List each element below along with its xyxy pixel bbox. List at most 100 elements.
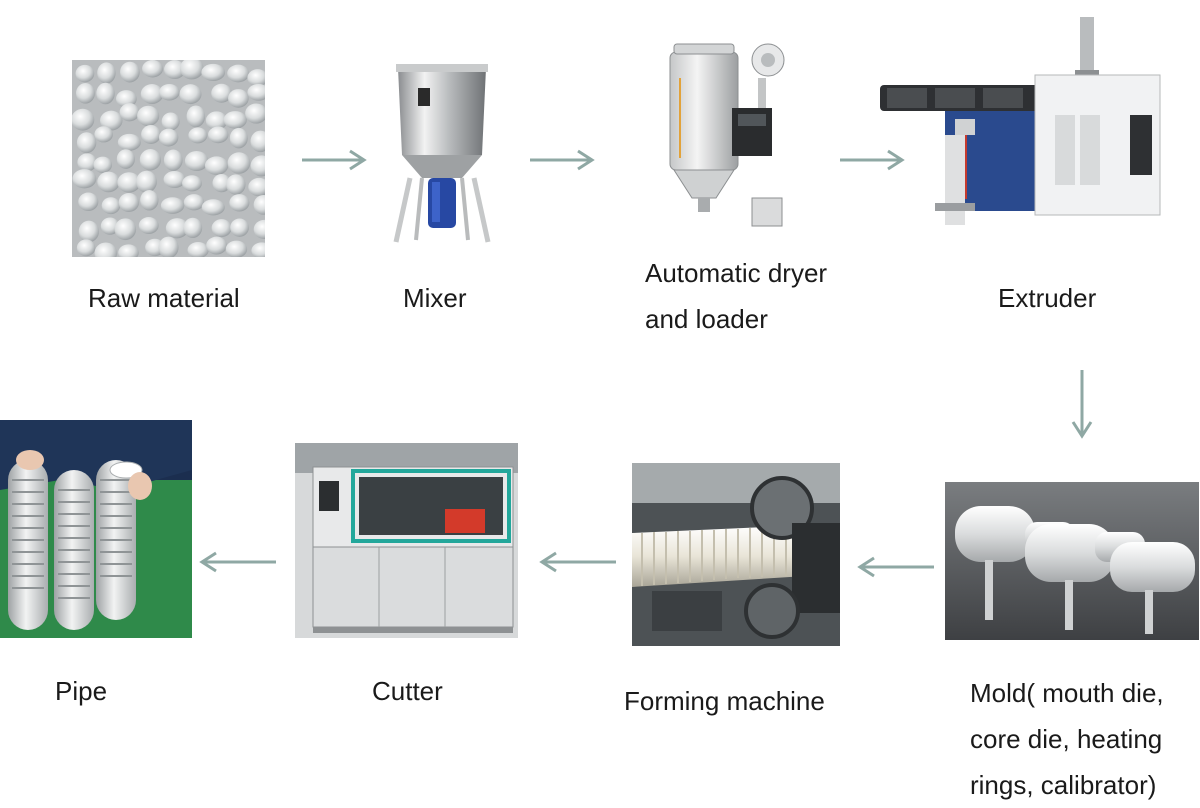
pellet — [201, 63, 226, 82]
mold-icon — [945, 482, 1199, 640]
forming-machine-icon — [632, 463, 840, 646]
pellet — [229, 194, 250, 212]
pellet — [223, 111, 247, 129]
pellet — [94, 242, 118, 257]
pellet — [140, 190, 159, 211]
flow-arrow-left-2 — [539, 551, 616, 573]
pellet — [179, 60, 204, 80]
flow-arrow-right-1 — [302, 149, 367, 171]
pellet — [159, 83, 180, 101]
pellet — [206, 236, 228, 255]
corrugated-pipe-icon — [0, 420, 192, 638]
pellet — [253, 195, 265, 215]
pellet — [163, 171, 186, 189]
pellet — [77, 153, 97, 172]
pellet — [251, 242, 265, 257]
pellet — [250, 155, 265, 177]
pellet — [101, 197, 121, 215]
pellet — [120, 61, 140, 83]
pellet — [140, 84, 164, 104]
flow-arrow-left-1 — [857, 556, 934, 578]
pellet — [211, 219, 232, 238]
pellet — [138, 217, 159, 235]
pellet — [141, 125, 161, 144]
pellet — [93, 156, 113, 174]
pellet — [142, 60, 164, 78]
pellet — [117, 172, 141, 193]
pellet — [158, 128, 179, 147]
pellet — [76, 82, 95, 104]
pellet — [161, 112, 180, 131]
pellet — [227, 64, 250, 83]
pellet — [96, 82, 115, 105]
pellet — [187, 241, 209, 257]
pellet — [183, 217, 203, 238]
pellet — [250, 130, 265, 153]
mixer-icon — [392, 60, 492, 245]
pellet — [100, 110, 123, 131]
pellet — [184, 150, 209, 172]
pellet — [115, 90, 137, 108]
pellet — [116, 149, 135, 169]
pellet — [78, 220, 100, 243]
pellet — [97, 171, 120, 193]
pellet — [165, 218, 189, 239]
extruder-icon — [875, 15, 1165, 227]
plastic-pellets-icon — [72, 60, 265, 257]
pellet — [228, 89, 249, 108]
pellet — [119, 103, 140, 122]
step-label-cutter: Cutter — [372, 676, 443, 706]
step-label-forming-machine: Forming machine — [624, 686, 825, 716]
pellet — [182, 175, 202, 192]
pellet — [118, 244, 139, 257]
pellet — [227, 152, 251, 174]
step-label-mixer: Mixer — [403, 283, 467, 313]
pellet — [78, 192, 99, 212]
pellet — [247, 69, 265, 87]
flow-arrow-down — [1071, 370, 1093, 439]
pellet — [118, 192, 140, 213]
pellet — [163, 149, 183, 171]
pellet — [226, 174, 246, 195]
flow-arrow-right-3 — [840, 149, 905, 171]
pellet — [208, 126, 229, 144]
step-label-raw-material: Raw material — [88, 283, 240, 313]
pellet — [204, 156, 229, 175]
pellet — [229, 127, 248, 149]
pellet — [97, 62, 116, 84]
pellet — [212, 173, 231, 193]
pellet — [225, 240, 248, 257]
pellet — [94, 126, 113, 143]
pellet — [114, 218, 137, 241]
step-label-mold: Mold( mouth die, core die, heating rings… — [970, 678, 1164, 800]
pellet — [137, 105, 160, 127]
pellet — [76, 132, 97, 154]
pellet — [253, 219, 265, 240]
pellet — [160, 197, 185, 214]
pellet — [158, 236, 179, 257]
step-label-pipe: Pipe — [55, 676, 108, 706]
pellet — [75, 64, 95, 83]
pellet — [188, 127, 208, 144]
pellet — [136, 170, 157, 193]
step-label-dryer-loader: Automatic dryer and loader — [645, 258, 828, 334]
flow-arrow-right-2 — [530, 149, 595, 171]
dryer-loader-icon — [660, 38, 800, 233]
pellet — [179, 84, 202, 105]
pellet — [201, 199, 225, 216]
step-label-extruder: Extruder — [998, 283, 1097, 313]
pellet — [186, 105, 206, 128]
pellet — [230, 218, 249, 237]
pellet — [247, 83, 265, 101]
pellet — [72, 169, 97, 189]
pellet — [211, 83, 232, 103]
pellet — [117, 133, 141, 151]
pellet — [183, 194, 205, 211]
pellet — [72, 108, 95, 131]
cutter-icon — [295, 443, 518, 638]
pellet — [245, 103, 265, 124]
pellet — [139, 149, 162, 171]
pellet — [76, 239, 96, 257]
pellet — [205, 111, 228, 131]
pellet — [248, 177, 265, 197]
